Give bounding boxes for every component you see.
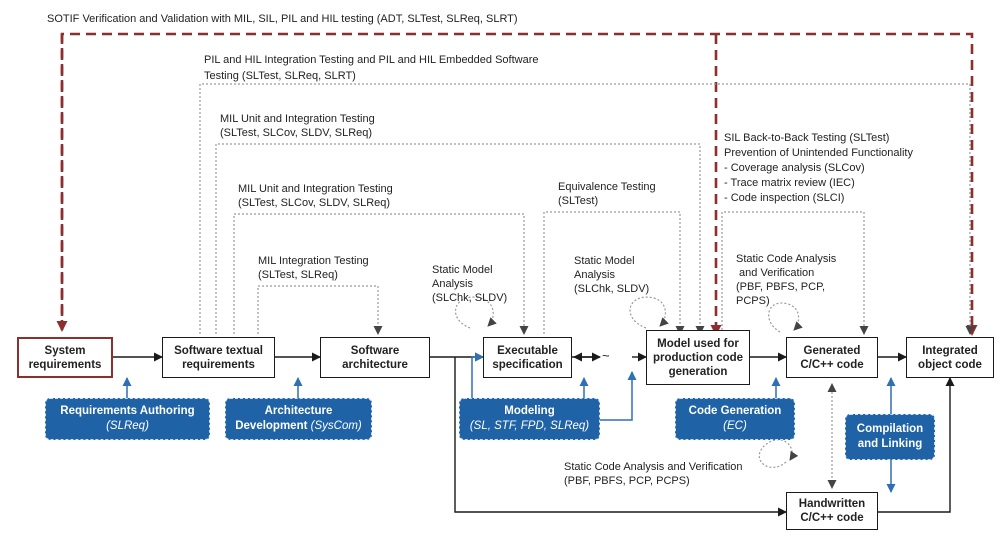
tilde-glyph: ~ <box>602 348 610 363</box>
static-code-analysis-bottom-label: Static Code Analysis and Verification(PB… <box>564 461 743 487</box>
tool-arrows <box>122 352 896 493</box>
compilation-linking-tool: Compilation and Linking <box>845 414 935 460</box>
mil-unit-inner-label: MIL Unit and Integration Testing(SLTest,… <box>238 183 393 209</box>
mil-unit-outer-label: MIL Unit and Integration Testing(SLTest,… <box>220 113 375 139</box>
modeling-tool: Modeling (SL, STF, FPD, SLReq) <box>459 398 600 440</box>
sotif-label: SOTIF Verification and Validation with M… <box>47 13 518 25</box>
sil-testing-label: SIL Back-to-Back Testing (SLTest)Prevent… <box>724 132 913 204</box>
mil-integration-label: MIL Integration Testing(SLTest, SLReq) <box>258 255 369 281</box>
equivalence-testing-label: Equivalence Testing(SLTest) <box>558 181 656 207</box>
test-dotted-loops <box>199 83 975 489</box>
code-generation-tool: Code Generation (EC) <box>675 398 795 440</box>
pil-hil-label: PIL and HIL Integration Testing and PIL … <box>204 54 539 82</box>
static-code-analysis-top-label: Static Code Analysis and Verification(PB… <box>736 253 837 307</box>
architecture-development-tool: Architecture Development (SysCom) <box>225 398 372 440</box>
requirements-authoring-tool: Requirements Authoring (SLReq) <box>45 398 210 440</box>
